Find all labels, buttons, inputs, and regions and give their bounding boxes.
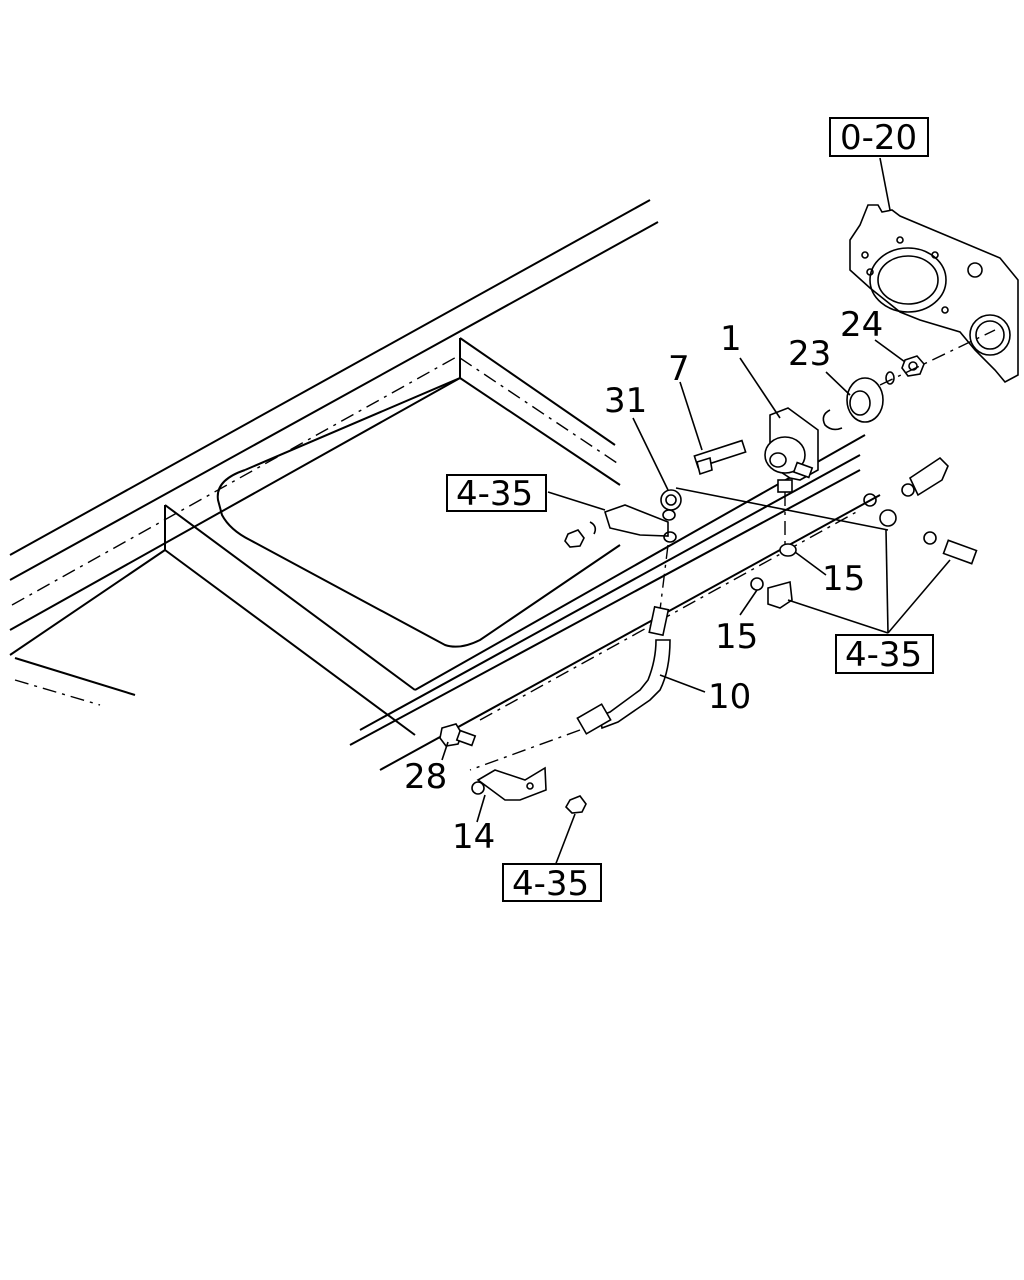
ref-label-0-20: 0-20 [840,118,917,158]
nut-bottom [565,795,587,814]
ref-label-4-35-right: 4-35 [845,635,922,675]
leader-lines [441,157,951,867]
callout-31: 31 [604,381,647,421]
sprocket [822,377,884,431]
callout-23: 23 [788,334,831,374]
callout-10: 10 [708,677,751,717]
left-bracket [564,504,677,548]
clip-15 [750,543,797,609]
hose-10 [469,544,671,771]
stud-7 [693,439,747,476]
callout-15-right: 15 [822,559,865,599]
bolt-28 [439,723,477,747]
callouts: 1 7 10 14 15 15 23 24 28 31 [404,305,883,857]
ref-box-4-35-left[interactable]: 4-35 [446,474,547,514]
ref-label-4-35-bottom: 4-35 [512,864,589,904]
pump-assembly [764,407,819,545]
bracket-14 [471,766,547,801]
ref-box-0-20[interactable]: 0-20 [829,117,929,158]
callout-7: 7 [668,349,690,389]
ref-box-4-35-right[interactable]: 4-35 [835,634,934,675]
ref-label-4-35-left: 4-35 [456,474,533,514]
callout-24: 24 [840,305,883,345]
washer-31 [660,489,682,511]
callout-1: 1 [720,319,742,359]
front-plate [849,204,1019,384]
callout-15-left: 15 [715,617,758,657]
callout-14: 14 [452,817,495,857]
callout-28: 28 [404,757,447,797]
right-clamp [863,456,978,565]
chassis-frame [9,199,881,771]
ref-box-4-35-bottom[interactable]: 4-35 [502,863,602,904]
nut-24 [879,329,996,386]
